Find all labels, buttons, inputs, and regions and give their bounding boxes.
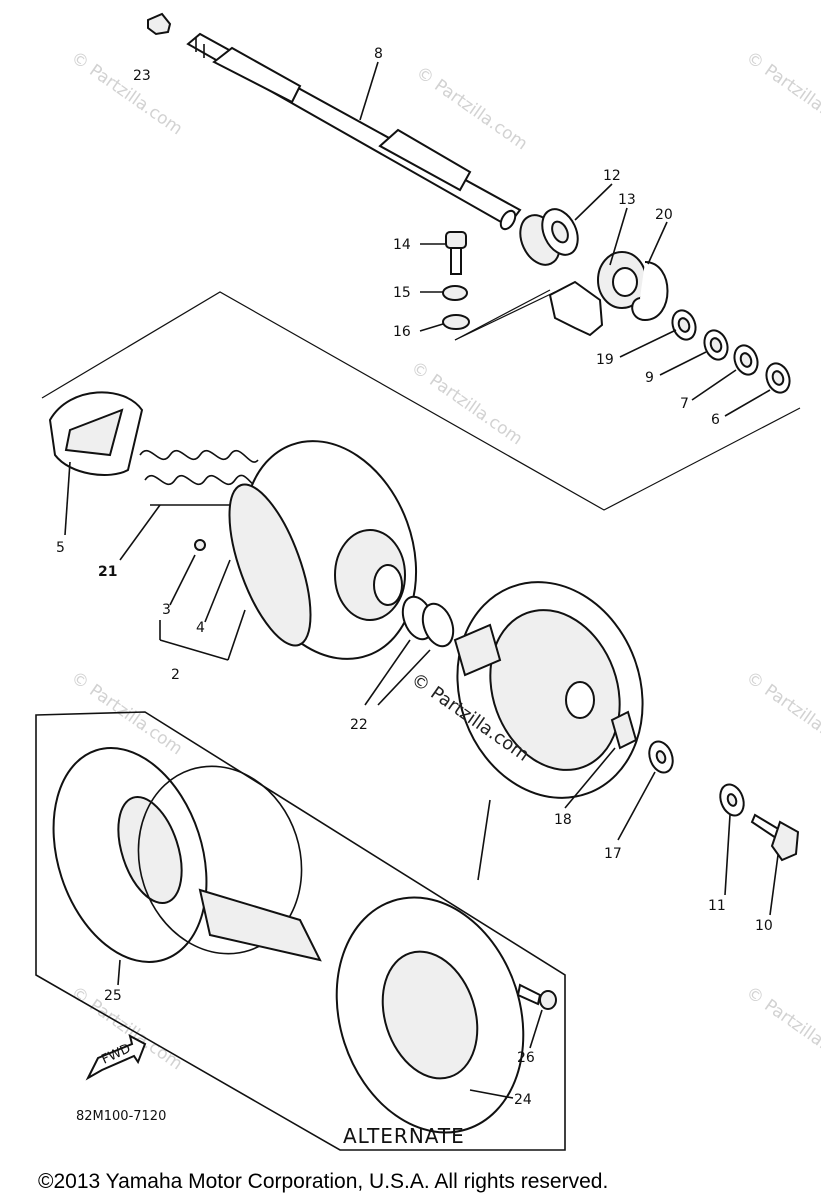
label-23: 23 (133, 68, 151, 84)
part-10-bolt (750, 813, 800, 862)
label-21: 21 (98, 564, 117, 580)
watermark: © Partzilla.com (742, 668, 821, 760)
part-19-washer (671, 309, 697, 341)
part-7-washer (733, 344, 759, 376)
fwd-arrow-icon: FWD (85, 1034, 147, 1081)
part-14-bolt (445, 231, 467, 275)
label-2: 2 (171, 667, 180, 683)
part-22-rings (401, 595, 455, 648)
label-15: 15 (393, 285, 411, 301)
part-11-washer (719, 783, 745, 817)
label-6: 6 (711, 412, 720, 428)
part-9-washer (703, 329, 729, 361)
label-11: 11 (708, 898, 726, 914)
label-12: 12 (603, 168, 621, 184)
label-22: 22 (350, 717, 368, 733)
label-26: 26 (517, 1050, 535, 1066)
watermark: © Partzilla.com (742, 48, 821, 140)
diagram-code: 82M100-7120 (76, 1109, 166, 1124)
watermark: © Partzilla.com (67, 983, 186, 1075)
alternate-label: ALTERNATE (343, 1124, 465, 1148)
watermark: © Partzilla.com (742, 983, 821, 1075)
part-1-fixed-sheave (453, 581, 644, 799)
part-20-circlip (631, 261, 669, 322)
part-6-washer (765, 362, 791, 394)
label-18: 18 (554, 812, 572, 828)
part-15-washer (442, 285, 468, 301)
label-9: 9 (645, 370, 654, 386)
label-5: 5 (56, 540, 65, 556)
part-8-shaft (186, 32, 522, 231)
label-17: 17 (604, 846, 622, 862)
label-4: 4 (196, 620, 205, 636)
watermark: © Partzilla.com (67, 48, 186, 140)
label-13: 13 (618, 192, 636, 208)
label-24: 24 (514, 1092, 532, 1108)
part-labels: 23 8 12 13 20 14 15 16 19 9 7 6 5 21 3 4… (56, 46, 773, 1108)
label-10: 10 (755, 918, 773, 934)
label-25: 25 (104, 988, 122, 1004)
part-5-cam (48, 391, 144, 476)
part-2-sheave (194, 440, 418, 660)
label-20: 20 (655, 207, 673, 223)
part-16-washer (442, 314, 470, 330)
label-7: 7 (680, 396, 689, 412)
part-23-cap (147, 12, 172, 36)
assembly-outline (41, 291, 801, 511)
label-19: 19 (596, 352, 614, 368)
part-18-spacer (610, 710, 638, 750)
part-12-bearing (519, 208, 579, 266)
part-13-bearing-holder (548, 251, 647, 337)
part-17-washer (648, 740, 674, 774)
label-14: 14 (393, 237, 411, 253)
watermark: © Partzilla.com (412, 63, 531, 155)
label-3: 3 (162, 602, 171, 618)
assembly-outline (454, 289, 551, 341)
label-8: 8 (374, 46, 383, 62)
watermark: © Partzilla.com (407, 358, 526, 450)
label-16: 16 (393, 324, 411, 340)
leader-lines (64, 61, 779, 1099)
copyright-notice: ©2013 Yamaha Motor Corporation, U.S.A. A… (38, 1170, 608, 1193)
alternate-box (35, 711, 566, 1151)
